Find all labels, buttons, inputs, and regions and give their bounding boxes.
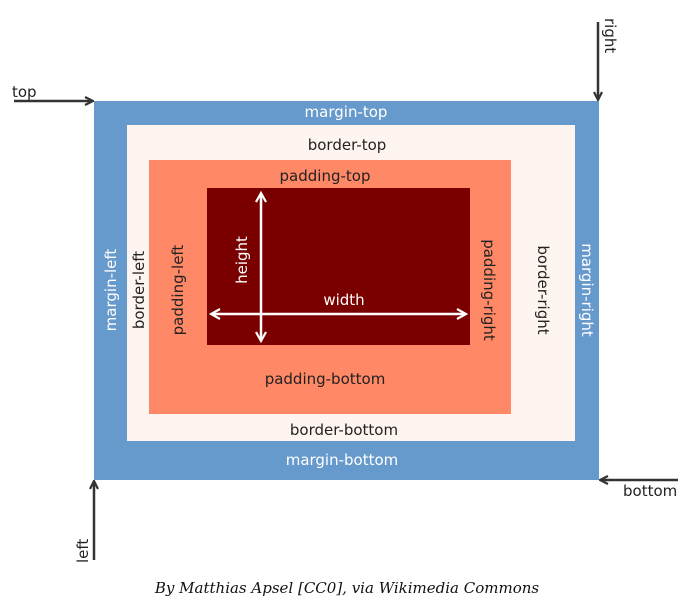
border-right-label: border-right [534, 245, 552, 334]
padding-bottom-label: padding-bottom [265, 370, 386, 388]
padding-right-label: padding-right [480, 239, 498, 341]
right-pointer-label: right [601, 18, 619, 53]
border-top-label: border-top [308, 136, 387, 154]
margin-bottom-label: margin-bottom [286, 451, 399, 469]
attribution-caption: By Matthias Apsel [CC0], via Wikimedia C… [154, 579, 539, 597]
border-bottom-label: border-bottom [290, 421, 398, 439]
margin-top-label: margin-top [305, 103, 388, 121]
height-label: height [233, 236, 251, 284]
margin-left-label: margin-left [102, 249, 120, 332]
padding-left-label: padding-left [169, 245, 187, 336]
padding-top-label: padding-top [280, 167, 371, 185]
bottom-pointer-label: bottom [623, 482, 677, 500]
width-label: width [323, 291, 364, 309]
top-pointer-label: top [12, 83, 37, 101]
left-pointer-label: left [74, 539, 92, 563]
border-left-label: border-left [130, 251, 148, 329]
margin-right-label: margin-right [578, 243, 596, 337]
